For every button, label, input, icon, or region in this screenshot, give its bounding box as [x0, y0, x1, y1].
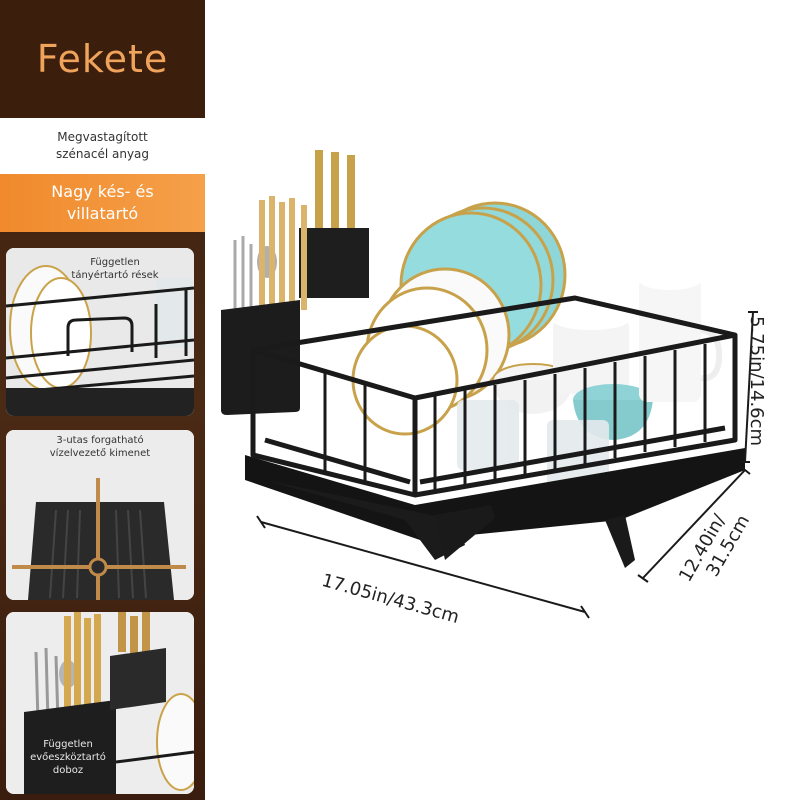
feature-knife-holder: Nagy kés- és villatartó — [0, 174, 205, 232]
panel-drain-spout-line2: vízelvezető kimenet — [49, 448, 151, 459]
plate-slots-illustration — [6, 248, 194, 416]
color-label: Fekete — [36, 37, 169, 81]
dimension-height: 5.75in/14.6cm — [746, 316, 767, 447]
knife-block — [299, 150, 369, 298]
panel-drain-spout-line1: 3-utas forgatható — [56, 435, 144, 446]
dish-rack-illustration — [221, 150, 758, 619]
panel-drain-spout: 3-utas forgatható vízelvezető kimenet — [6, 430, 194, 600]
color-label-banner: Fekete — [0, 0, 205, 118]
panel-utensil-box-line1: Független — [43, 739, 93, 750]
panel-utensil-box-caption: Független evőeszköztartó doboz — [18, 738, 118, 777]
panel-plate-slots: Független tányértartó rések — [6, 248, 194, 416]
mugs — [639, 270, 723, 402]
white-plates — [351, 267, 511, 436]
feature-knife-holder-line1: Nagy kés- és — [51, 182, 154, 201]
panel-plate-slots-line1: Független — [90, 257, 140, 268]
dimension-lines — [256, 311, 758, 619]
panel-utensil-box-line3: doboz — [52, 765, 84, 776]
product-showcase: 17.05in/43.3cm 5.75in/14.6cm 12.40in/ 31… — [205, 0, 800, 800]
panel-utensil-box: Független evőeszköztartó doboz — [6, 612, 194, 794]
rack-frame — [250, 295, 738, 498]
feature-knife-holder-line2: villatartó — [66, 204, 139, 223]
panel-plate-slots-line2: tányértartó rések — [71, 270, 159, 281]
feature-carbon-steel-line2: szénacél anyag — [55, 147, 150, 161]
utensil-cup — [221, 196, 307, 415]
rack-wires — [323, 344, 707, 490]
drain-tray — [245, 448, 745, 568]
drain-spout-illustration — [6, 430, 194, 600]
panel-utensil-box-line2: evőeszköztartó — [30, 752, 106, 763]
feature-carbon-steel-line1: Megvastagított — [57, 130, 148, 144]
utensil-box-illustration — [6, 612, 194, 794]
panel-drain-spout-caption: 3-utas forgatható vízelvezető kimenet — [6, 434, 194, 460]
panel-plate-slots-caption: Független tányértartó rések — [36, 256, 194, 282]
feature-carbon-steel: Megvastagított szénacél anyag — [0, 118, 205, 174]
